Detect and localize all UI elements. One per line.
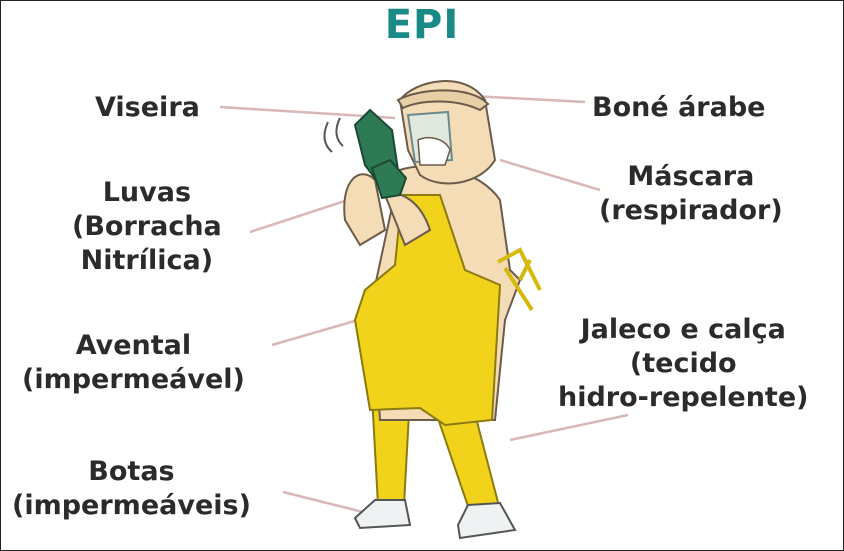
label-avental-line-2: (impermeável)	[22, 363, 245, 397]
label-botas: Botas (impermeáveis)	[12, 455, 251, 523]
label-jaleco-line-2: (tecido	[558, 347, 809, 381]
boots	[355, 500, 515, 538]
motion-marks	[325, 118, 343, 152]
label-bone-arabe-text: Boné árabe	[592, 91, 765, 125]
label-luvas: Luvas (Borracha Nitrílica)	[72, 176, 222, 278]
label-jaleco-line-1: Jaleco e calça	[558, 313, 809, 347]
label-mascara-line-1: Máscara	[599, 160, 783, 194]
label-luvas-line-3: Nitrílica)	[72, 244, 222, 278]
label-botas-line-2: (impermeáveis)	[12, 489, 251, 523]
label-avental-line-1: Avental	[22, 329, 245, 363]
label-luvas-line-1: Luvas	[72, 176, 222, 210]
label-luvas-line-2: (Borracha	[72, 210, 222, 244]
label-jaleco: Jaleco e calça (tecido hidro-repelente)	[558, 313, 809, 415]
label-botas-line-1: Botas	[12, 455, 251, 489]
leader-line-bone	[472, 96, 585, 102]
leader-line-luvas	[250, 200, 348, 232]
label-viseira: Viseira	[95, 91, 200, 125]
label-mascara-line-2: (respirador)	[599, 194, 783, 228]
label-mascara: Máscara (respirador)	[599, 160, 783, 228]
label-avental: Avental (impermeável)	[22, 329, 245, 397]
label-jaleco-line-3: hidro-repelente)	[558, 381, 809, 415]
label-viseira-text: Viseira	[95, 91, 200, 125]
label-bone-arabe: Boné árabe	[592, 91, 765, 125]
leader-line-avental	[272, 318, 365, 345]
leader-line-jaleco	[510, 415, 628, 440]
leader-line-mascara	[500, 160, 600, 190]
